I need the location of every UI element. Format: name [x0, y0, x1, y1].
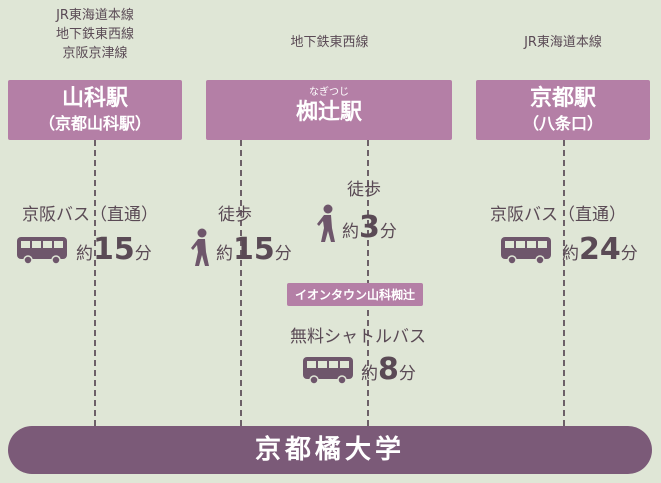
route-mode-label: 無料シャトルバス — [290, 327, 426, 347]
route-mode-label: 徒歩 — [218, 205, 252, 225]
station-kyoto: 京都駅 （八条口） — [476, 80, 650, 140]
route-time: 約15分 — [216, 232, 292, 267]
minutes-unit: 分 — [134, 244, 152, 264]
route-mode-label: 徒歩 — [347, 180, 381, 200]
bus-icon — [16, 236, 68, 266]
station-name: 京都駅 — [529, 86, 596, 111]
approx-label: 約 — [562, 244, 579, 264]
station-name: 椥辻駅 — [295, 100, 362, 125]
minutes-unit: 分 — [398, 364, 416, 384]
route-time: 約15分 — [76, 232, 152, 267]
station-nagitsuji: なぎつじ 椥辻駅 — [206, 80, 452, 140]
minutes-value: 3 — [359, 210, 380, 245]
minutes-unit: 分 — [379, 222, 397, 242]
approx-label: 約 — [342, 222, 359, 242]
walking-person-icon — [316, 204, 338, 244]
route-line-left — [94, 140, 96, 426]
route-time: 約8分 — [361, 352, 416, 387]
station-name: 山科駅 — [61, 86, 128, 111]
route-mode-label: 京阪バス（直通） — [22, 205, 158, 225]
station-yamashina: 山科駅 （京都山科駅） — [8, 80, 182, 140]
minutes-unit: 分 — [620, 244, 638, 264]
station-subname: （京都山科駅） — [38, 114, 151, 133]
bus-icon — [500, 236, 552, 266]
minutes-value: 15 — [93, 232, 135, 267]
bus-icon — [302, 356, 354, 386]
station-ruby: なぎつじ — [309, 87, 349, 98]
walking-person-icon — [190, 228, 212, 268]
approx-label: 約 — [361, 364, 378, 384]
route-mode-label: 京阪バス（直通） — [490, 205, 626, 225]
route-line-right — [563, 140, 565, 426]
route-time: 約24分 — [562, 232, 638, 267]
right-line-label: JR東海道本線 — [524, 35, 602, 50]
minutes-value: 15 — [233, 232, 275, 267]
minutes-unit: 分 — [274, 244, 292, 264]
line-name: 京阪京津線 — [62, 46, 128, 61]
minutes-value: 8 — [378, 352, 399, 387]
center-line-label: 地下鉄東西線 — [290, 35, 369, 50]
station-subname: （八条口） — [522, 114, 603, 133]
line-name: 地下鉄東西線 — [55, 27, 134, 42]
approx-label: 約 — [76, 244, 93, 264]
minutes-value: 24 — [579, 232, 621, 267]
approx-label: 約 — [216, 244, 233, 264]
route-time: 約3分 — [342, 210, 397, 245]
left-lines-label: JR東海道本線 地下鉄東西線 京阪京津線 — [20, 6, 170, 63]
destination-banner: 京都橘大学 — [8, 426, 652, 474]
route-line-walk — [240, 140, 242, 426]
aeon-town-label: イオンタウン山科椥辻 — [287, 283, 424, 306]
line-name: JR東海道本線 — [56, 8, 134, 23]
